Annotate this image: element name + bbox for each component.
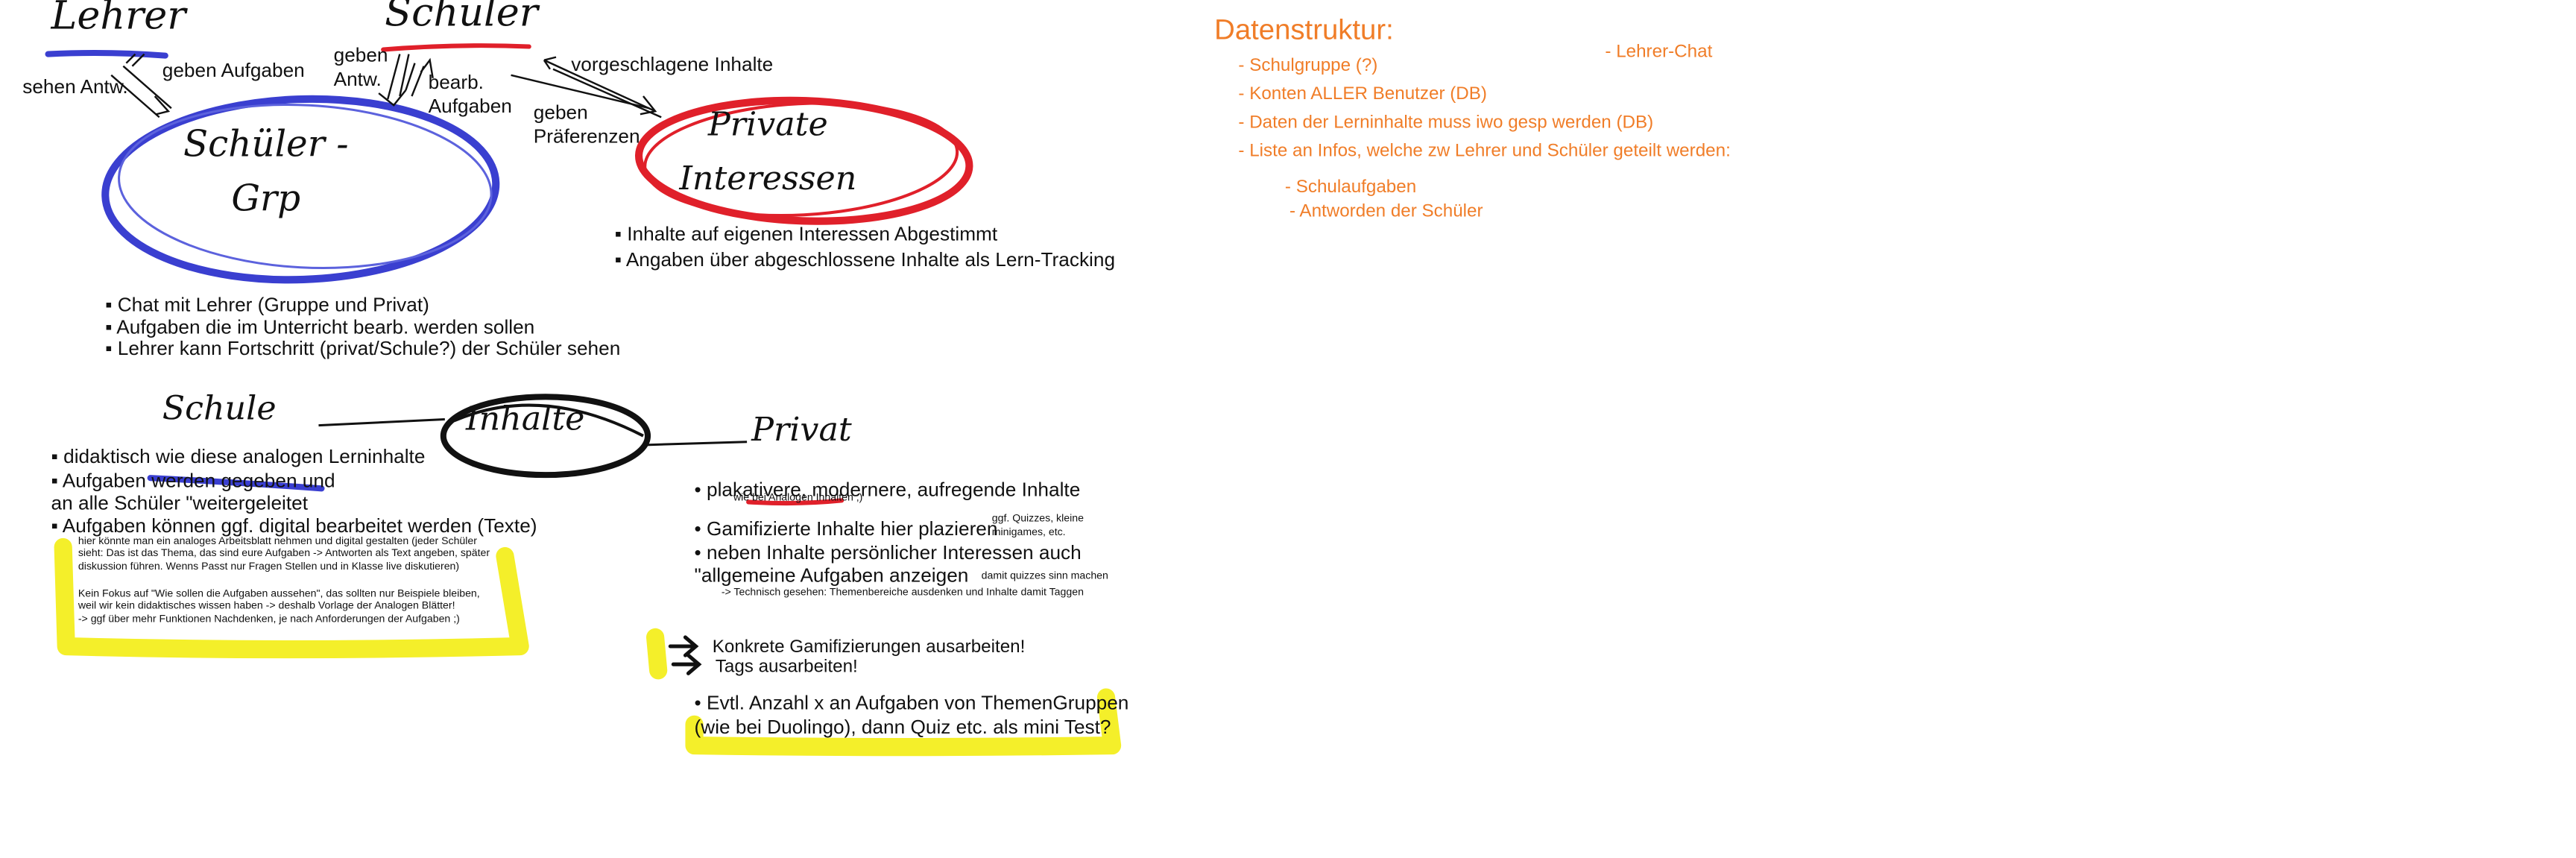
privat-bullet-1-sub: wie bei Analogen Inhalten ;) — [733, 493, 863, 504]
todo-arrow-1 — [668, 635, 699, 657]
datenstruktur-title: Datenstruktur: — [1214, 15, 1394, 47]
datenstruktur-item-3: - Daten der Lerninhalte muss iwo gesp we… — [1238, 111, 1654, 133]
schueler-underline — [381, 43, 531, 52]
datenstruktur-subitem-1: - Schulaufgaben — [1284, 175, 1417, 198]
datenstruktur-item-4: - Liste an Infos, welche zw Lehrer und S… — [1238, 139, 1731, 161]
schule-note-1: hier könnte man ein analoges Arbeitsblat… — [78, 536, 490, 572]
privat-bullet-2-sub: ggf. Quizzes, kleine minigames, etc. — [991, 514, 1084, 537]
datenstruktur-subitem-2: - Antworden der Schüler — [1289, 200, 1483, 221]
privat-bullet-3-note: -> Technisch gesehen: Themenbereiche aus… — [721, 587, 1084, 599]
privat-label: Privat — [751, 411, 852, 449]
todo-tags: Tags ausarbeiten! — [715, 655, 858, 677]
vorgeschlagene-inhalte-text: vorgeschlagene Inhalte — [571, 52, 774, 75]
inhalte-ellipse — [440, 394, 651, 479]
inhalte-label: Inhalte — [466, 401, 585, 439]
schule-underline — [147, 475, 325, 492]
lehrer-chat-item: - Lehrer-Chat — [1605, 40, 1713, 62]
todo-evtl: • Evtl. Anzahl x an Aufgaben von ThemenG… — [694, 691, 1129, 739]
todo-gamification: Konkrete Gamifizierungen ausarbeiten! — [712, 635, 1026, 657]
arrow-geben-antw — [378, 54, 410, 107]
schule-label: Schule — [162, 391, 277, 429]
arrow-geben-aufgaben — [125, 53, 145, 67]
schueler-grp-label: Schüler - Grp — [183, 123, 349, 220]
schule-bullet-1: ▪ didaktisch wie diese analogen Lerninha… — [51, 444, 426, 468]
schule-inhalte-line — [318, 418, 445, 427]
arrow-vorgeschlagene — [543, 56, 662, 119]
grp-bullet-3: ▪ Lehrer kann Fortschritt (privat/Schule… — [105, 336, 621, 359]
schueler-grp-ellipse — [101, 95, 500, 284]
schueler-label: Schüler — [385, 0, 538, 37]
privat-bullet-1: • plakativere, modernere, aufregende Inh… — [694, 478, 1081, 501]
privat-bullet-3-sub: damit quizzes sinn machen — [981, 571, 1108, 582]
geben-antw-text: geben Antw. — [333, 43, 388, 90]
evtl-yellow-bracket — [685, 688, 1122, 757]
private-interessen-label: Private Interessen — [679, 107, 857, 199]
grp-bullet-2: ▪ Aufgaben die im Unterricht bearb. werd… — [105, 315, 535, 338]
privat-bullet-3: • neben Inhalte persönlicher Interessen … — [694, 540, 1082, 587]
geben-aufgaben-text: geben Aufgaben — [162, 58, 305, 81]
datenstruktur-item-2: - Konten ALLER Benutzer (DB) — [1238, 82, 1487, 104]
lehrer-underline — [45, 49, 168, 59]
schule-bullet-3: ▪ Aufgaben können ggf. digital bearbeite… — [51, 514, 537, 537]
schule-bullet-2: ▪ Aufgaben werden gegeben und an alle Sc… — [51, 469, 335, 514]
datenstruktur-item-1: - Schulgruppe (?) — [1238, 54, 1378, 75]
private-bullet-1: ▪ Inhalte auf eigenen Interessen Abgesti… — [614, 222, 998, 245]
sehen-antw-text: sehen Antw. — [22, 75, 128, 98]
private-bullet-2: ▪ Angaben über abgeschlossene Inhalte al… — [614, 247, 1116, 271]
lehrer-label: Lehrer — [51, 0, 186, 40]
private-interessen-ellipse — [635, 96, 973, 225]
privat-underline — [746, 498, 845, 506]
todo-arrow-2 — [671, 653, 702, 675]
arrow-sehen-antw — [110, 65, 172, 119]
privat-bullet-2: • Gamifizierte Inhalte hier plazieren — [694, 517, 998, 540]
arrow-geben-praeferenzen — [511, 74, 657, 116]
grp-bullet-1: ▪ Chat mit Lehrer (Gruppe und Privat) — [105, 293, 429, 316]
schule-yellow-bracket — [54, 537, 529, 659]
schule-note-2: Kein Fokus auf "Wie sollen die Aufgaben … — [78, 589, 480, 625]
inhalte-privat-line — [645, 441, 748, 447]
todo-yellow-mark — [646, 628, 668, 680]
bearb-aufgaben-text: bearb. Aufgaben — [428, 70, 512, 118]
arrow-bearb-aufgaben — [405, 57, 434, 97]
geben-praeferenzen-text: geben Präferenzen — [533, 101, 640, 148]
